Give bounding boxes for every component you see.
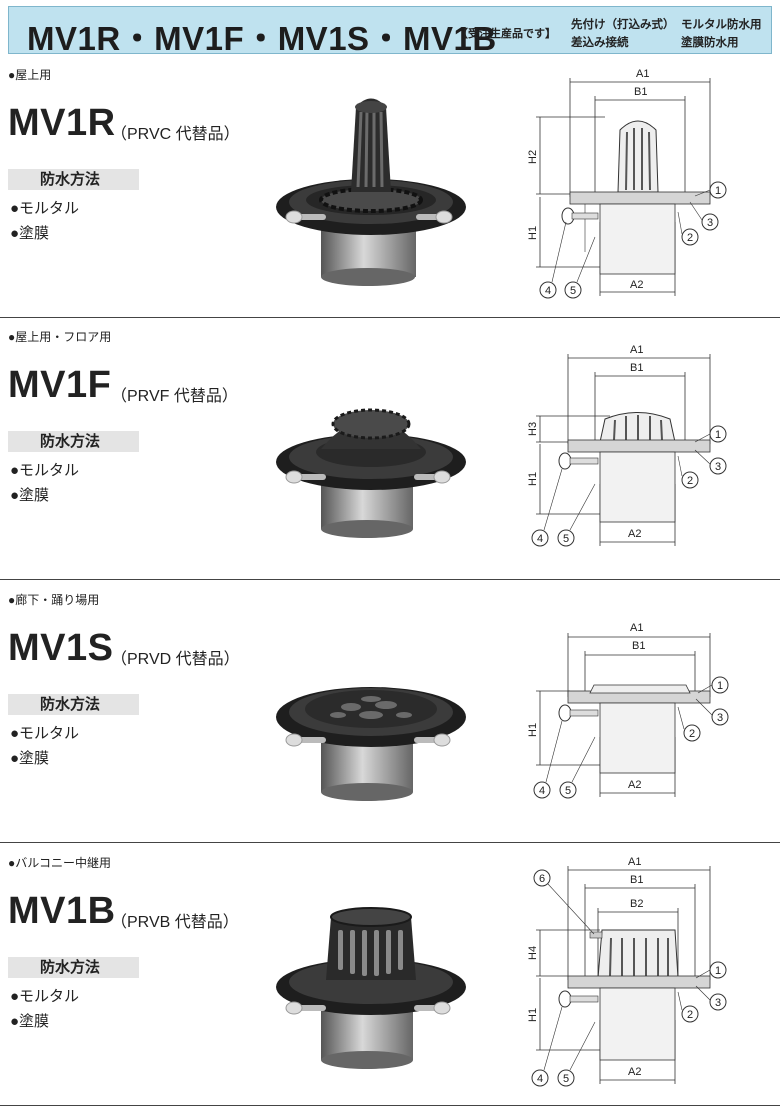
product-photo-mv1f (276, 408, 466, 538)
callout-1: 1 (715, 185, 721, 197)
callout-3: 3 (717, 712, 723, 724)
callout-5: 5 (563, 533, 569, 545)
dim-h2: H2 (527, 150, 539, 164)
dim-a1: A1 (630, 622, 643, 634)
usage-label: ●屋上用・フロア用 (8, 330, 112, 344)
page-title: MV1R・MV1F・MV1S・MV1B (27, 20, 497, 57)
dim-a2: A2 (628, 528, 641, 540)
product-section-mv1r: ●屋上用 MV1R （PRVC 代替品） 防水方法 ●モルタル ●塗膜 (0, 62, 780, 324)
product-section-mv1s: ●廊下・踊り場用 MV1S （PRVD 代替品） 防水方法 ●モルタル ●塗膜 (0, 587, 780, 849)
callout-1: 1 (715, 965, 721, 977)
dim-a2: A2 (630, 279, 643, 291)
callout-4: 4 (545, 285, 551, 297)
dim-b1: B1 (634, 86, 647, 98)
substitute-label: （PRVC 代替品） (111, 126, 240, 143)
callout-6: 6 (539, 873, 545, 885)
callout-2: 2 (687, 232, 693, 244)
waterproof-heading: 防水方法 (8, 694, 139, 715)
callout-2: 2 (687, 475, 693, 487)
section-divider (0, 317, 780, 318)
product-photo-mv1r (276, 98, 466, 286)
waterproof-type: モルタル防水用 塗膜防水用 (681, 19, 762, 49)
dim-b2: B2 (630, 898, 643, 910)
install-type: 先付け（打込み式） 差込み接続 (571, 19, 675, 49)
model-name: MV1R (8, 102, 116, 144)
model-name: MV1F (8, 364, 112, 406)
dim-b1: B1 (630, 362, 643, 374)
callout-4: 4 (537, 1073, 543, 1085)
dim-h1: H1 (527, 226, 539, 240)
callout-2: 2 (689, 728, 695, 740)
callout-4: 4 (539, 785, 545, 797)
waterproof-heading: 防水方法 (8, 431, 139, 452)
callout-1: 1 (717, 680, 723, 692)
callout-5: 5 (565, 785, 571, 797)
section-divider (0, 842, 780, 843)
product-section-mv1f: ●屋上用・フロア用 MV1F （PRVF 代替品） 防水方法 ●モルタル ●塗膜 (0, 324, 780, 586)
substitute-label: （PRVD 代替品） (111, 651, 240, 668)
method-coating: ●塗膜 (10, 487, 50, 504)
method-coating: ●塗膜 (10, 750, 50, 767)
header-banner: MV1R・MV1F・MV1S・MV1B 【受注生産品です】 先付け（打込み式） … (8, 6, 772, 57)
dim-h1: H1 (527, 472, 539, 486)
method-mortar: ●モルタル (10, 200, 80, 217)
product-section-mv1b: ●バルコニー中継用 MV1B （PRVB 代替品） 防水方法 ●モルタル ●塗膜 (0, 850, 780, 1112)
waterproof-heading: 防水方法 (8, 957, 139, 978)
section-divider (0, 579, 780, 580)
method-mortar: ●モルタル (10, 988, 80, 1005)
method-mortar: ●モルタル (10, 725, 80, 742)
dim-a1: A1 (628, 856, 641, 868)
dim-a1: A1 (630, 344, 643, 356)
waterproof-heading: 防水方法 (8, 169, 139, 190)
callout-1: 1 (715, 429, 721, 441)
dim-a1: A1 (636, 68, 649, 80)
callout-3: 3 (707, 217, 713, 229)
product-photo-mv1b (276, 907, 466, 1069)
model-name: MV1S (8, 627, 114, 669)
callout-3: 3 (715, 461, 721, 473)
method-coating: ●塗膜 (10, 225, 50, 242)
dimension-drawing-mv1s: A1 B1 A2 H1 1 2 3 4 5 (527, 622, 729, 799)
dim-b1: B1 (630, 874, 643, 886)
dimension-drawing-mv1f: A1 B1 A2 H3 H1 1 2 3 4 5 (527, 344, 727, 547)
usage-label: ●バルコニー中継用 (8, 856, 112, 870)
callout-5: 5 (570, 285, 576, 297)
section-divider (0, 1105, 780, 1106)
dimension-drawing-mv1b: A1 B1 B2 A2 H4 H1 1 2 3 4 5 6 (527, 856, 727, 1087)
method-coating: ●塗膜 (10, 1013, 50, 1030)
dim-a2: A2 (628, 779, 641, 791)
dim-a2: A2 (628, 1066, 641, 1078)
dim-h1: H1 (527, 723, 539, 737)
dim-h4: H4 (527, 946, 539, 960)
model-name: MV1B (8, 890, 116, 932)
dim-h1: H1 (527, 1008, 539, 1022)
callout-4: 4 (537, 533, 543, 545)
product-photo-mv1s (276, 687, 466, 801)
made-to-order-note: 【受注生産品です】 (457, 28, 556, 40)
substitute-label: （PRVF 代替品） (111, 388, 238, 405)
dimension-drawing-mv1r: A1 B1 A2 H2 H1 1 2 3 4 5 (527, 68, 727, 299)
callout-5: 5 (563, 1073, 569, 1085)
callout-2: 2 (687, 1009, 693, 1021)
dim-b1: B1 (632, 640, 645, 652)
callout-3: 3 (715, 997, 721, 1009)
usage-label: ●廊下・踊り場用 (8, 593, 100, 607)
dim-h3: H3 (527, 422, 539, 436)
usage-label: ●屋上用 (8, 68, 52, 82)
method-mortar: ●モルタル (10, 462, 80, 479)
substitute-label: （PRVB 代替品） (111, 914, 239, 931)
